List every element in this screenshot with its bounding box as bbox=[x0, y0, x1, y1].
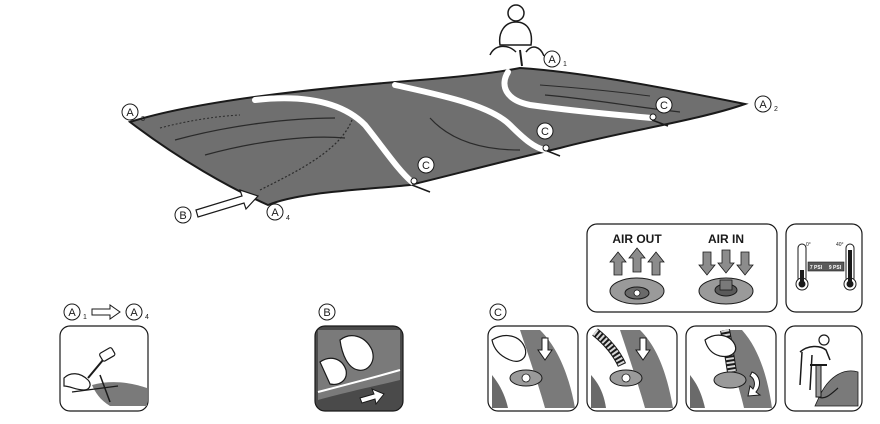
svg-text:C: C bbox=[494, 307, 502, 319]
hand-icon bbox=[63, 373, 91, 391]
step-c-image-4 bbox=[784, 325, 863, 412]
gauge-high-psi: 9 PSI bbox=[829, 265, 842, 271]
arrow-icon bbox=[537, 337, 553, 361]
start-point-label-b: B bbox=[174, 206, 192, 224]
arrow-icon bbox=[359, 388, 385, 406]
anchor-label-a2: A 2 bbox=[754, 95, 778, 113]
svg-text:1: 1 bbox=[83, 314, 87, 321]
svg-text:C: C bbox=[660, 100, 668, 112]
anchor-label-a4: A 4 bbox=[266, 203, 290, 222]
pump-person-icon bbox=[799, 334, 831, 391]
air-valve-panel: AIR OUT AIR IN bbox=[586, 223, 778, 313]
step-a-image bbox=[59, 325, 149, 412]
svg-text:A: A bbox=[271, 207, 279, 219]
svg-text:A: A bbox=[130, 307, 138, 319]
svg-text:A: A bbox=[759, 99, 767, 111]
svg-text:A: A bbox=[548, 54, 556, 66]
air-in-arrows-icon bbox=[698, 249, 754, 276]
svg-text:4: 4 bbox=[145, 314, 149, 321]
valve-icon bbox=[509, 369, 543, 387]
step-c-image-1 bbox=[487, 325, 579, 412]
valve-icon bbox=[698, 277, 754, 305]
svg-text:A: A bbox=[126, 107, 134, 119]
step-c-image-3 bbox=[685, 325, 777, 412]
svg-text:3: 3 bbox=[141, 116, 145, 123]
start-arrow-icon bbox=[195, 189, 260, 218]
svg-text:4: 4 bbox=[286, 215, 290, 222]
temperature-gauge-panel: 0° 40° 7 PSI 9 PSI bbox=[785, 223, 863, 313]
anchor-label-a3: A 3 bbox=[121, 103, 145, 123]
svg-text:C: C bbox=[422, 160, 430, 172]
svg-text:1: 1 bbox=[563, 61, 567, 68]
hose-icon bbox=[592, 328, 627, 368]
anchor-label-a1: A 1 bbox=[543, 50, 567, 68]
arrow-icon bbox=[91, 304, 121, 320]
pump-icon bbox=[810, 364, 839, 399]
pool-cover-tarp bbox=[127, 66, 749, 207]
valve-label-c-1: C bbox=[417, 156, 435, 174]
step-c-header: C bbox=[489, 303, 507, 321]
thermometer-icon bbox=[843, 243, 857, 291]
valve-icon bbox=[609, 369, 643, 387]
kneeling-person-icon bbox=[489, 4, 545, 67]
svg-text:2: 2 bbox=[774, 106, 778, 113]
gauge-low-psi: 7 PSI bbox=[810, 265, 823, 271]
step-b-header: B bbox=[318, 303, 336, 321]
svg-text:B: B bbox=[179, 210, 186, 222]
svg-text:B: B bbox=[323, 307, 330, 319]
air-out-arrows-icon bbox=[609, 247, 665, 276]
gauge-max-label: 40° bbox=[836, 242, 844, 248]
valve-label-c-3: C bbox=[655, 96, 673, 114]
rotate-arrow-icon bbox=[747, 371, 762, 397]
hand-icon bbox=[704, 334, 737, 358]
valve-label-c-2: C bbox=[536, 122, 554, 140]
step-a-header: A 1 A 4 bbox=[63, 303, 149, 321]
svg-text:C: C bbox=[541, 126, 549, 138]
thermometer-icon bbox=[795, 243, 809, 291]
hand-icon bbox=[319, 335, 374, 385]
hand-icon bbox=[491, 334, 527, 362]
step-c-image-2 bbox=[586, 325, 678, 412]
svg-text:A: A bbox=[68, 307, 76, 319]
air-out-label: AIR OUT bbox=[612, 232, 662, 246]
step-b-image bbox=[314, 325, 404, 412]
air-in-label: AIR IN bbox=[708, 232, 744, 246]
valve-icon bbox=[609, 277, 665, 305]
hammer-icon bbox=[87, 347, 116, 379]
valve-icon bbox=[713, 371, 747, 389]
gauge-min-label: 0° bbox=[806, 242, 811, 248]
arrow-icon bbox=[635, 337, 651, 361]
